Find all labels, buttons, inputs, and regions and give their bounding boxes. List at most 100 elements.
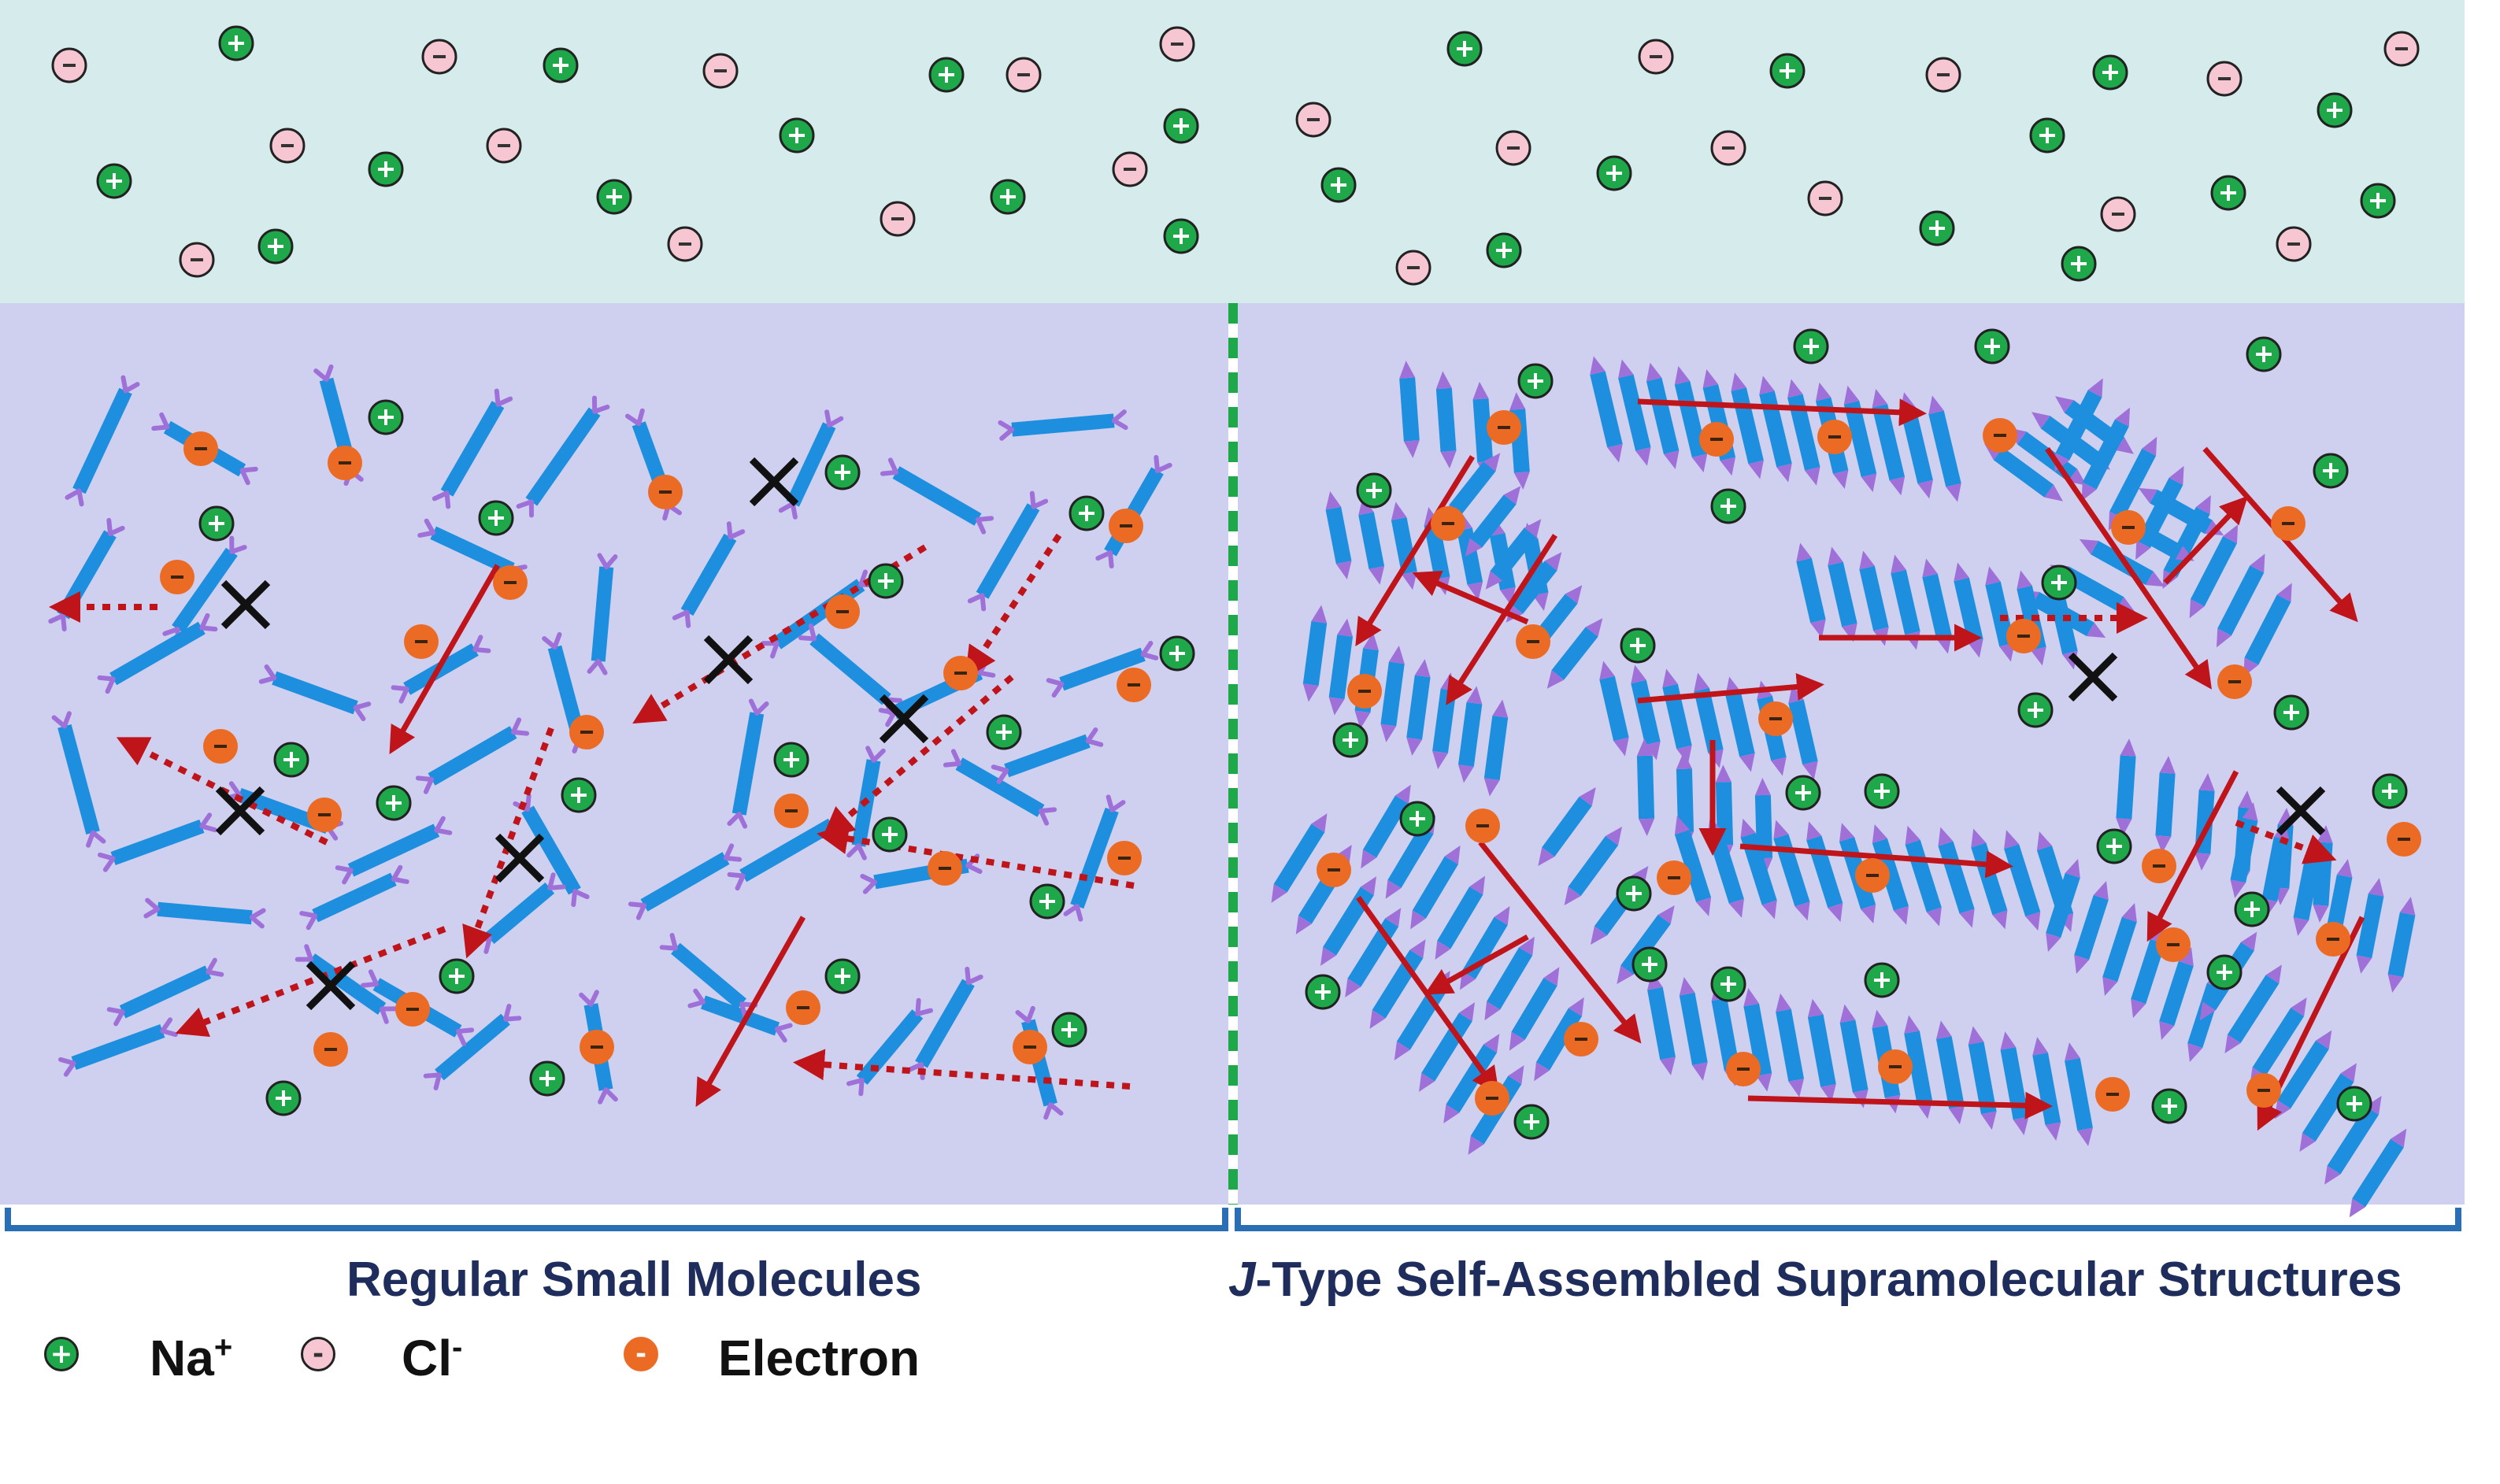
blocked-transport-arrow — [817, 823, 1135, 889]
chloride-ion-icon — [1006, 57, 1042, 93]
legend-chloride-charge: - — [452, 1330, 463, 1365]
legend-electron-icon: - — [624, 1337, 658, 1371]
sodium-ion-icon — [2029, 117, 2065, 154]
molecule — [628, 843, 743, 920]
chloride-ion-icon — [269, 128, 306, 164]
sodium-ion-icon — [1616, 875, 1652, 912]
transport-arrow — [1412, 570, 1529, 625]
stacked-molecule — [1435, 371, 1457, 469]
sodium-ion-icon — [1513, 1104, 1550, 1140]
stacked-molecule — [1509, 967, 1560, 1051]
chloride-ion-icon — [1112, 151, 1148, 187]
sodium-ion-icon — [2317, 92, 2353, 128]
sodium-ion-icon — [265, 1080, 302, 1116]
electron-icon — [1487, 410, 1521, 445]
chloride-ion-icon — [1395, 250, 1431, 286]
electron-icon — [1117, 668, 1151, 702]
stacked-molecule — [1935, 1020, 1965, 1125]
electron-icon — [1317, 853, 1351, 887]
molecule — [58, 1017, 178, 1077]
sodium-ion-icon — [561, 777, 597, 813]
stacked-molecule — [2102, 902, 2137, 997]
stacked-molecule — [1904, 1015, 1933, 1119]
sodium-ion-icon — [779, 117, 815, 154]
stacked-molecule — [1828, 546, 1857, 642]
chloride-ion-icon — [1710, 130, 1746, 166]
legend-chloride-icon: - — [301, 1337, 335, 1371]
stacked-molecule — [2046, 858, 2080, 953]
sodium-ion-icon — [2246, 336, 2282, 372]
sodium-ion-icon — [1596, 155, 1632, 191]
molecule — [335, 816, 453, 885]
electron-icon — [1726, 1052, 1761, 1086]
chloride-ion-icon — [702, 53, 739, 89]
sodium-ion-icon — [1163, 108, 1199, 144]
transport-arrow — [2163, 495, 2248, 585]
molecule — [778, 409, 844, 520]
sodium-ion-icon — [2336, 1086, 2372, 1122]
blocked-x-icon — [215, 786, 265, 836]
electron-icon — [1983, 418, 2017, 453]
stacked-molecule — [1754, 778, 1773, 875]
stacked-molecule — [1484, 936, 1535, 1021]
electron-icon — [2111, 510, 2146, 545]
transport-arrow — [1355, 455, 1475, 646]
molecule — [51, 711, 106, 848]
electron-icon — [2246, 1073, 2281, 1108]
stacked-molecule — [1725, 676, 1755, 772]
stacked-molecule — [2224, 964, 2282, 1054]
electron-icon — [786, 990, 820, 1025]
sodium-ion-icon — [2206, 954, 2243, 990]
electron-icon — [1516, 624, 1550, 659]
stacked-molecule — [1302, 605, 1328, 702]
electron-icon — [1107, 841, 1142, 875]
sodium-ion-icon — [824, 454, 861, 490]
sodium-ion-icon — [2273, 694, 2309, 731]
stacked-molecule — [2189, 524, 2239, 619]
sodium-ion-icon — [596, 179, 632, 215]
electron-icon — [1431, 506, 1465, 541]
legend-sodium-text: Na — [150, 1330, 214, 1386]
sodium-ion-icon — [2017, 692, 2054, 728]
chloride-ion-icon — [1807, 180, 1843, 216]
electron-icon — [1109, 509, 1143, 543]
transport-arrow — [695, 916, 806, 1108]
blocked-transport-arrow — [2235, 820, 2337, 864]
stacked-molecule — [1361, 784, 1411, 869]
legend-electron-label: Electron — [718, 1330, 920, 1386]
sodium-ion-icon — [2096, 828, 2132, 864]
electron-icon — [2006, 619, 2041, 653]
stacked-molecule — [1636, 738, 1655, 836]
stacked-molecule — [2065, 1042, 2093, 1146]
transport-arrow — [2146, 770, 2239, 942]
molecule — [1063, 794, 1126, 922]
stacked-molecule — [2116, 738, 2136, 836]
stacked-molecule — [1590, 356, 1623, 463]
stacked-molecule — [1740, 818, 1777, 920]
right-panel-caption: J-Type Self-Assembled Supramolecular Str… — [1228, 1252, 2402, 1308]
sodium-ion-icon — [1631, 946, 1668, 983]
molecule — [687, 988, 793, 1043]
stacked-molecule — [2243, 583, 2292, 677]
sodium-ion-icon — [1864, 773, 1900, 809]
electron-icon — [404, 624, 439, 659]
molecule — [294, 944, 398, 1024]
electron-icon — [774, 794, 809, 828]
molecule — [1046, 641, 1159, 698]
transport-arrow — [1478, 840, 1642, 1044]
sodium-ion-icon — [1163, 218, 1199, 254]
stacked-molecule — [1534, 997, 1584, 1082]
stacked-molecule — [1325, 491, 1352, 579]
stacked-molecule — [1807, 998, 1836, 1103]
sodium-ion-icon — [1710, 488, 1746, 524]
stacked-molecule — [1457, 686, 1483, 783]
chloride-ion-icon — [1638, 39, 1674, 75]
molecule — [991, 727, 1104, 784]
electron-icon — [160, 560, 194, 594]
sodium-ion-icon — [1710, 966, 1746, 1002]
stacked-molecule — [1679, 977, 1708, 1081]
stacked-molecule — [1459, 906, 1510, 990]
stacked-molecule — [1843, 385, 1877, 493]
blocked-x-icon — [2068, 652, 2118, 702]
